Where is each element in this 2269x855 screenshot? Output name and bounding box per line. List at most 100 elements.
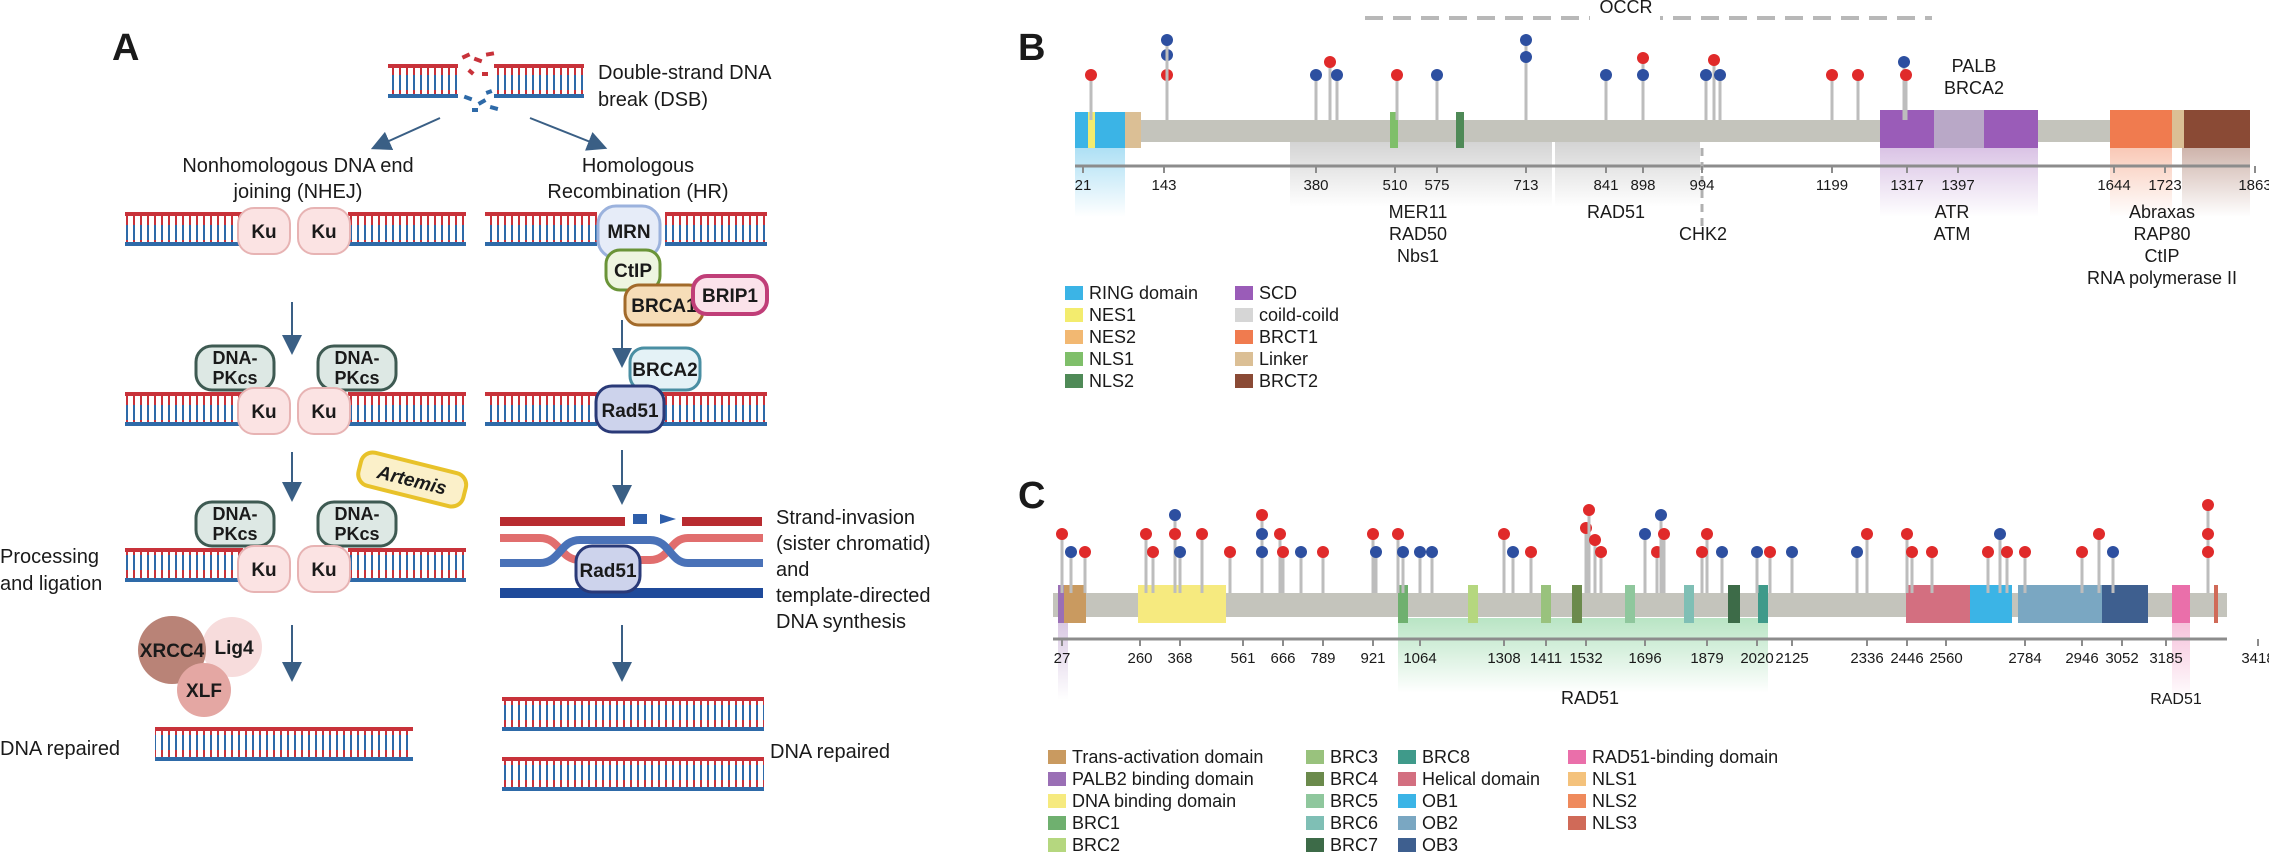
legend-swatch — [1568, 794, 1586, 808]
dna-repaired-left: DNA repaired — [0, 738, 120, 760]
legend-swatch — [1048, 750, 1066, 764]
lollipop-head — [2202, 546, 2214, 558]
hr-title-line2: Recombination (HR) — [547, 181, 728, 203]
lollipop-head — [1310, 69, 1322, 81]
hr-dna-repaired-2 — [502, 757, 764, 791]
lollipop-head — [1786, 546, 1798, 558]
svg-text:Ku: Ku — [251, 402, 276, 423]
lollipop-head — [1431, 69, 1443, 81]
brca1-tick-label: 1723 — [2148, 177, 2181, 194]
legend-label: NLS3 — [1592, 813, 1637, 833]
nls1-domain — [1390, 112, 1398, 148]
legend-label: BRC5 — [1330, 791, 1378, 811]
ku-left-1: Ku — [237, 207, 291, 255]
lollipop-head — [2202, 499, 2214, 511]
lollipop-head — [1277, 546, 1289, 558]
ku-right-2: Ku — [297, 387, 351, 435]
legend-label: NLS1 — [1592, 769, 1637, 789]
lollipop-head — [1274, 528, 1286, 540]
legend-label: RING domain — [1089, 283, 1198, 303]
brca2-tick-label: 3185 — [2149, 650, 2182, 667]
lollipop-head — [1140, 528, 1152, 540]
brca2-lollipops — [1056, 499, 2214, 593]
svg-text:BRCA1: BRCA1 — [631, 296, 697, 317]
lollipop-head — [1655, 509, 1667, 521]
hr-title-line1: Homologous — [582, 155, 694, 177]
abraxas-label-line1: Abraxas — [2129, 202, 2195, 222]
legend-swatch — [1235, 352, 1253, 366]
abraxas-label-line3: CtIP — [2144, 246, 2179, 266]
svg-text:PKcs: PKcs — [212, 368, 257, 388]
svg-text:DNA-: DNA- — [213, 348, 258, 368]
svg-text:DNA-: DNA- — [335, 348, 380, 368]
brca2-tick-label: 3052 — [2105, 650, 2138, 667]
brca2-tick-label: 789 — [1310, 650, 1335, 667]
legend-swatch — [1568, 750, 1586, 764]
hr-dna-2 — [485, 392, 767, 426]
brct2-shade — [2182, 142, 2250, 217]
dnapkcs-right-3: DNA- PKcs — [316, 500, 398, 548]
nhej-dna-1 — [125, 212, 466, 246]
ctip: CtIP — [604, 248, 662, 292]
lollipop-head — [1056, 528, 1068, 540]
brca2-domain — [1058, 585, 1068, 623]
lollipop-head — [1414, 546, 1426, 558]
processing-label-line1: Processing — [0, 546, 99, 568]
brca2-tick-label: 2784 — [2008, 650, 2041, 667]
panel-a-letter: A — [112, 27, 139, 69]
lollipop-head — [1696, 546, 1708, 558]
svg-text:Ku: Ku — [251, 222, 276, 243]
mer11-label-line2: RAD50 — [1389, 224, 1447, 244]
svg-text:Ku: Ku — [251, 560, 276, 581]
brca1-tick-label: 1317 — [1890, 177, 1923, 194]
brct1-shade — [2110, 142, 2172, 217]
nhej-dna-3 — [125, 548, 466, 582]
legend-label: BRC8 — [1422, 747, 1470, 767]
brca2-domain — [2172, 585, 2190, 623]
lollipop-head — [1708, 54, 1720, 66]
nhej-title-line2: joining (NHEJ) — [233, 181, 363, 203]
dnapkcs-left-2: DNA- PKcs — [194, 344, 276, 392]
atr-label-line2: ATM — [1934, 224, 1971, 244]
legend-label: OB1 — [1422, 791, 1458, 811]
lollipop-head — [1898, 56, 1910, 68]
legend-swatch — [1048, 816, 1066, 830]
lollipop-head — [1317, 546, 1329, 558]
lollipop-head — [1926, 546, 1938, 558]
legend-swatch — [1235, 330, 1253, 344]
nes2-domain — [1125, 112, 1141, 148]
brca1-tick-label: 713 — [1513, 177, 1538, 194]
brca2-domain — [1398, 585, 1408, 623]
lollipop-head — [1826, 69, 1838, 81]
svg-text:Ku: Ku — [311, 402, 336, 423]
nes1-domain — [1088, 112, 1095, 148]
svg-text:BRIP1: BRIP1 — [702, 286, 758, 307]
lollipop-head — [1224, 546, 1236, 558]
brip1: BRIP1 — [691, 274, 769, 316]
legend-label: NLS1 — [1089, 349, 1134, 369]
svg-text:BRCA2: BRCA2 — [632, 360, 697, 381]
lollipop-head — [1196, 528, 1208, 540]
legend-label: BRC7 — [1330, 835, 1378, 855]
dsb-label-line1: Double-strand DNA — [598, 62, 772, 84]
brca2-tick-label: 1411 — [1530, 650, 1562, 667]
lollipop-head — [1367, 528, 1379, 540]
dsb-dna-top — [388, 51, 584, 112]
lollipop-head — [1595, 546, 1607, 558]
brca2-domain — [1064, 585, 1086, 623]
lollipop-head — [1637, 52, 1649, 64]
dnapkcs-left-3: DNA- PKcs — [194, 500, 276, 548]
lollipop-head — [1391, 69, 1403, 81]
lollipop-head — [2202, 528, 2214, 540]
legend-swatch — [1306, 816, 1324, 830]
palb-binding — [1934, 110, 1984, 148]
brca2-tick-label: 2020 — [1740, 650, 1773, 667]
legend-swatch — [1065, 374, 1083, 388]
lollipop-head — [1600, 69, 1612, 81]
brca1-tick-label: 1863 — [2238, 177, 2269, 194]
lollipop-head — [1901, 528, 1913, 540]
lollipop-head — [2076, 546, 2088, 558]
strand-invasion-line3: and — [776, 559, 809, 581]
